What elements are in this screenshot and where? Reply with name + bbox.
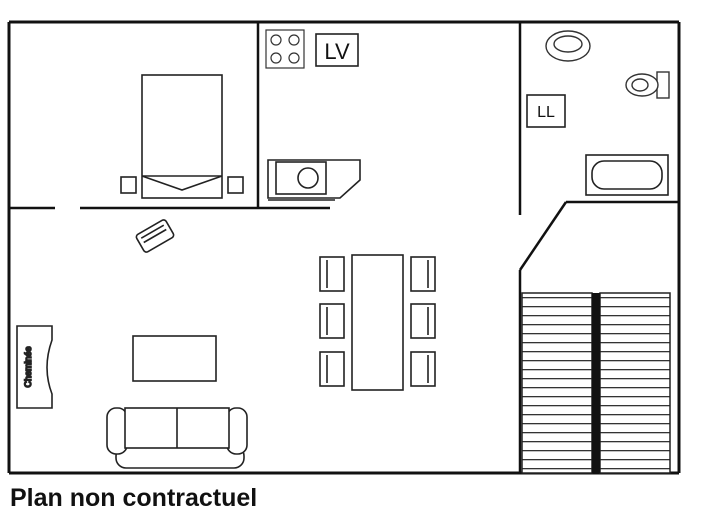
staircase (521, 292, 671, 474)
sofa (106, 407, 248, 469)
dining-chairs-left (319, 256, 345, 387)
coffee-table (132, 335, 217, 382)
toilet (625, 71, 670, 99)
dishwasher-label: LV (324, 39, 350, 64)
double-bed (120, 74, 244, 199)
dining-chairs-right (410, 256, 436, 387)
washing-machine-label-box: LL (526, 94, 566, 128)
washbasin (545, 30, 591, 62)
outer-walls (7, 20, 681, 475)
fireplace-label: Cheminée (23, 346, 33, 387)
fireplace: Cheminée (16, 325, 53, 409)
bathtub (585, 154, 669, 196)
cooktop (265, 29, 305, 69)
interior-walls (9, 22, 679, 473)
kitchen-sink-unit (267, 159, 361, 201)
dishwasher-label-box: LV (315, 33, 359, 67)
armchair (135, 219, 175, 253)
plan-caption: Plan non contractuel (10, 484, 258, 512)
dining-table (351, 254, 404, 391)
washing-machine-label: LL (537, 104, 555, 121)
